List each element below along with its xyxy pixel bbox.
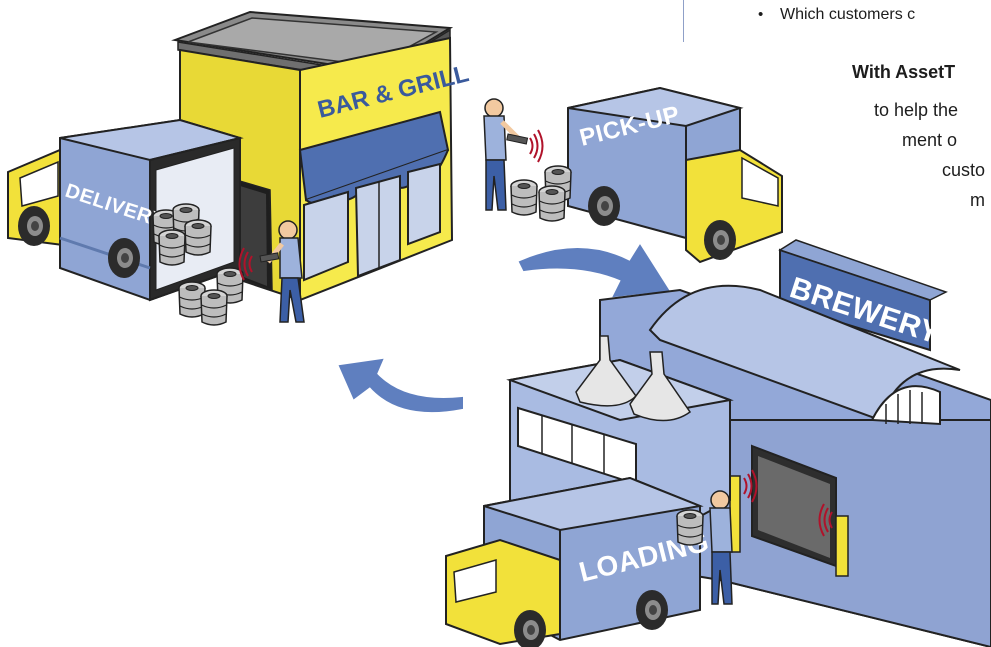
- delivery-truck: DELIVERY: [8, 120, 240, 300]
- cycle-arrow-to-bar: [340, 360, 462, 411]
- loading-truck: LOADING: [446, 478, 712, 647]
- pickup-truck: PICK-UP: [568, 88, 782, 262]
- cycle-arrow-to-brewery: [520, 246, 668, 296]
- keg-stack-pickup: [511, 166, 571, 221]
